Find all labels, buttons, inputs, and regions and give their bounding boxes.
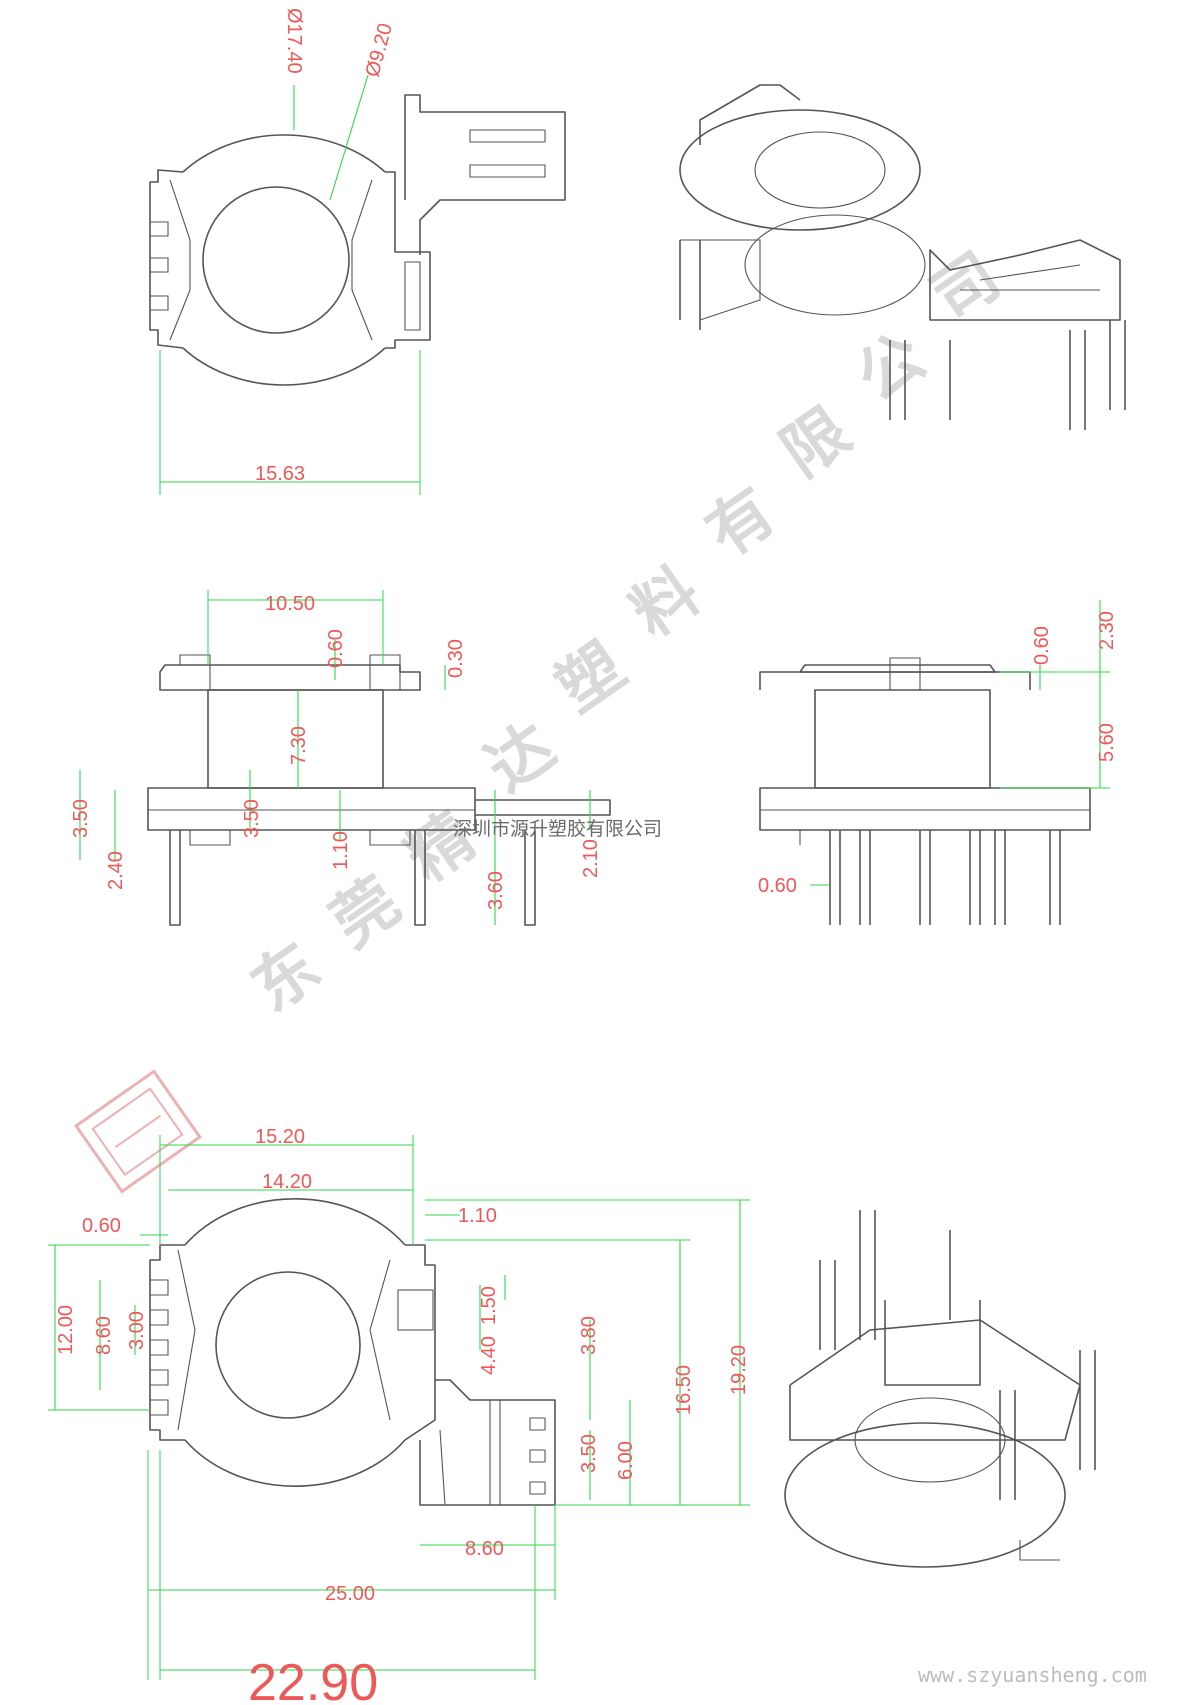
dim-label: 1.10 — [330, 831, 352, 870]
watermark-char: 有 — [693, 474, 788, 572]
dim-label: 3.00 — [126, 1311, 148, 1350]
dim-label: 14.20 — [262, 1171, 312, 1193]
watermark-char: 达 — [473, 709, 568, 807]
dim-label: 4.40 — [478, 1336, 500, 1375]
dim-label: 8.60 — [93, 1316, 115, 1355]
dim-label: Ø9.20 — [362, 21, 397, 79]
dim-label: 8.60 — [465, 1538, 504, 1560]
bottom-view: 15.20 14.20 0.60 1.10 12.00 8.60 3.00 1.… — [48, 1126, 750, 1705]
watermark-char: 莞 — [318, 864, 413, 962]
dim-label: 2.30 — [1096, 611, 1118, 650]
dim-label: 3.60 — [485, 871, 507, 910]
dim-label: 25.00 — [325, 1583, 375, 1605]
watermark-char: 限 — [768, 394, 863, 492]
watermark: 东 莞 精 达 塑 料 有 限 公 司 — [238, 239, 1013, 1027]
dim-label: 16.50 — [673, 1365, 695, 1415]
watermark-char: 料 — [618, 554, 713, 652]
dim-label: 19.20 — [728, 1345, 750, 1395]
dim-label: 1.50 — [478, 1286, 500, 1325]
watermark-char: 精 — [393, 799, 488, 897]
isometric-view-bottom — [784, 1210, 1096, 1568]
isometric-view-top — [679, 84, 1126, 430]
dim-label: 12.00 — [55, 1305, 77, 1355]
top-view: Ø17.40 Ø9.20 15.63 — [149, 8, 566, 495]
dim-label: 3.50 — [578, 1434, 600, 1473]
dim-label: 15.63 — [255, 463, 305, 485]
dim-label: 6.00 — [615, 1441, 637, 1480]
dim-label: 0.30 — [445, 639, 467, 678]
dim-label: 0.60 — [758, 875, 797, 897]
dim-label: 1.10 — [458, 1205, 497, 1227]
front-view: 10.50 0.60 0.30 7.30 3.50 3.50 2.40 1.10… — [70, 590, 611, 926]
dim-label: 10.50 — [265, 593, 315, 615]
dim-label: 0.60 — [1031, 626, 1053, 665]
dim-label: 0.60 — [82, 1215, 121, 1237]
dim-label: Ø17.40 — [283, 8, 305, 74]
dim-label-large: 22.90 — [248, 1654, 378, 1705]
dim-label: 0.60 — [325, 629, 347, 668]
dim-label: 2.10 — [580, 839, 602, 878]
dim-label: 3.50 — [241, 799, 263, 838]
company-name: 深圳市源升塑胶有限公司 — [453, 818, 662, 840]
watermark-char: 塑 — [543, 629, 638, 727]
watermark-char: 东 — [238, 929, 333, 1027]
dim-label: 15.20 — [255, 1126, 305, 1148]
company-logo — [74, 1069, 202, 1194]
dim-label: 3.80 — [578, 1316, 600, 1355]
side-view: 0.60 2.30 5.60 0.60 — [758, 600, 1118, 925]
dim-label: 5.60 — [1096, 723, 1118, 762]
dim-label: 3.50 — [70, 799, 92, 838]
dim-label: 7.30 — [288, 726, 310, 765]
dim-label: 2.40 — [105, 851, 127, 890]
website-text: www.szyuansheng.com — [918, 1663, 1147, 1687]
